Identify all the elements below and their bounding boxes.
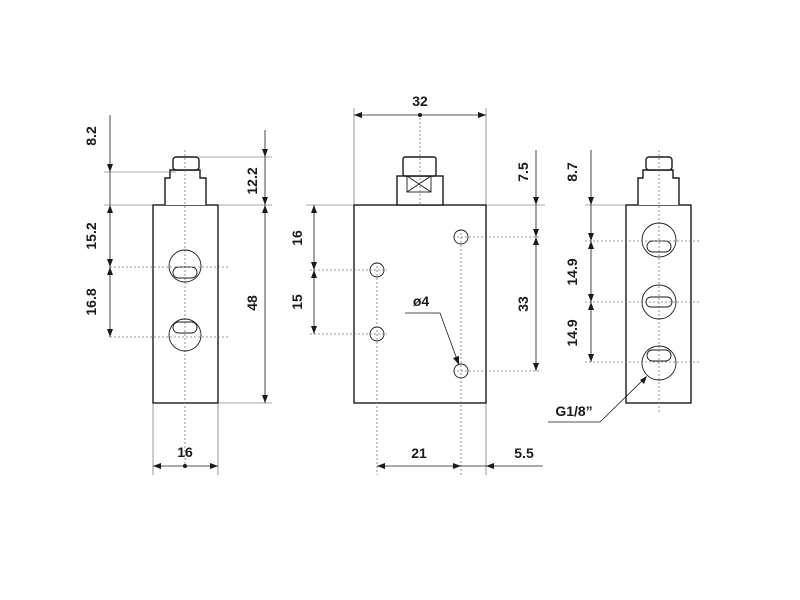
arrow <box>311 270 317 278</box>
front-wrench-x2 <box>406 175 432 193</box>
arrow <box>453 463 461 469</box>
right-port-3 <box>641 345 677 381</box>
arrow <box>588 233 594 241</box>
arrow <box>107 259 113 267</box>
front-dim-hole-diameter-label: ø4 <box>413 293 430 309</box>
arrow <box>478 112 486 118</box>
right-dim-top-cap-label: 8.7 <box>564 162 580 182</box>
left-stem <box>164 169 207 205</box>
arrow <box>153 463 161 469</box>
arrow <box>354 112 362 118</box>
arrow <box>311 326 317 334</box>
left-dim-top-cap-label: 8.2 <box>83 126 99 146</box>
arrow <box>588 354 594 362</box>
right-side-view: 8.7 14.9 14.9 G1/8” <box>548 150 700 423</box>
right-port-thread-label: G1/8” <box>555 403 592 419</box>
arrow <box>262 395 268 403</box>
arrow <box>533 197 539 205</box>
arrow <box>311 205 317 213</box>
arrow <box>533 229 539 237</box>
arrow <box>311 262 317 270</box>
arrow <box>453 356 459 365</box>
left-dim-width-label: 16 <box>177 444 193 460</box>
front-view: 32 16 15 7.5 33 ø4 21 5.5 <box>289 93 545 475</box>
left-dim-port-spacing-label: 16.8 <box>83 288 99 315</box>
arrow <box>377 463 385 469</box>
left-cap <box>172 156 200 171</box>
arrow <box>107 267 113 275</box>
left-center-dot <box>183 464 187 468</box>
arrow <box>588 302 594 310</box>
right-dim-port-spacing-1-label: 14.9 <box>564 258 580 285</box>
arrow <box>262 205 268 213</box>
arrow <box>107 164 113 172</box>
arrow <box>588 294 594 302</box>
right-stem <box>637 169 680 205</box>
arrow <box>588 197 594 205</box>
arrow <box>533 363 539 371</box>
front-dim-edge-offset-label: 5.5 <box>514 445 534 461</box>
front-dim-horizontal-spacing-label: 21 <box>411 445 427 461</box>
left-port-2 <box>168 318 202 352</box>
left-port-1 <box>168 249 202 283</box>
left-side-view: 8.2 15.2 16.8 12.2 48 16 <box>83 115 272 475</box>
left-port-1-slot <box>172 266 198 279</box>
left-dim-stem-label: 12.2 <box>244 167 260 194</box>
left-port-2-slot <box>172 321 198 334</box>
arrow <box>262 149 268 157</box>
arrow <box>210 463 218 469</box>
front-dim-hole-spacing-label: 15 <box>289 294 305 310</box>
left-dim-first-port-label: 15.2 <box>83 222 99 249</box>
front-dim-hole-vertical-label: 16 <box>289 230 305 246</box>
right-dim-port-spacing-2-label: 14.9 <box>564 319 580 346</box>
arrow <box>640 376 647 384</box>
right-port-1 <box>641 222 677 258</box>
arrow <box>486 463 494 469</box>
arrow <box>107 329 113 337</box>
front-dim-top-offset-label: 7.5 <box>515 162 531 182</box>
front-diameter-leader <box>405 312 459 363</box>
left-body <box>152 204 219 404</box>
front-center-dot <box>418 113 422 117</box>
left-dim-body-label: 48 <box>244 295 260 311</box>
front-dim-total-width-label: 32 <box>412 93 428 109</box>
front-cap <box>402 156 437 177</box>
right-body <box>625 204 692 404</box>
front-dim-mount-spacing-label: 33 <box>515 296 531 312</box>
arrow <box>533 237 539 245</box>
arrow <box>588 241 594 249</box>
right-thread-leader <box>548 377 646 423</box>
arrow <box>262 197 268 205</box>
right-port-3-slot <box>646 349 672 362</box>
front-wrench-flat <box>406 175 432 193</box>
arrow <box>107 205 113 213</box>
